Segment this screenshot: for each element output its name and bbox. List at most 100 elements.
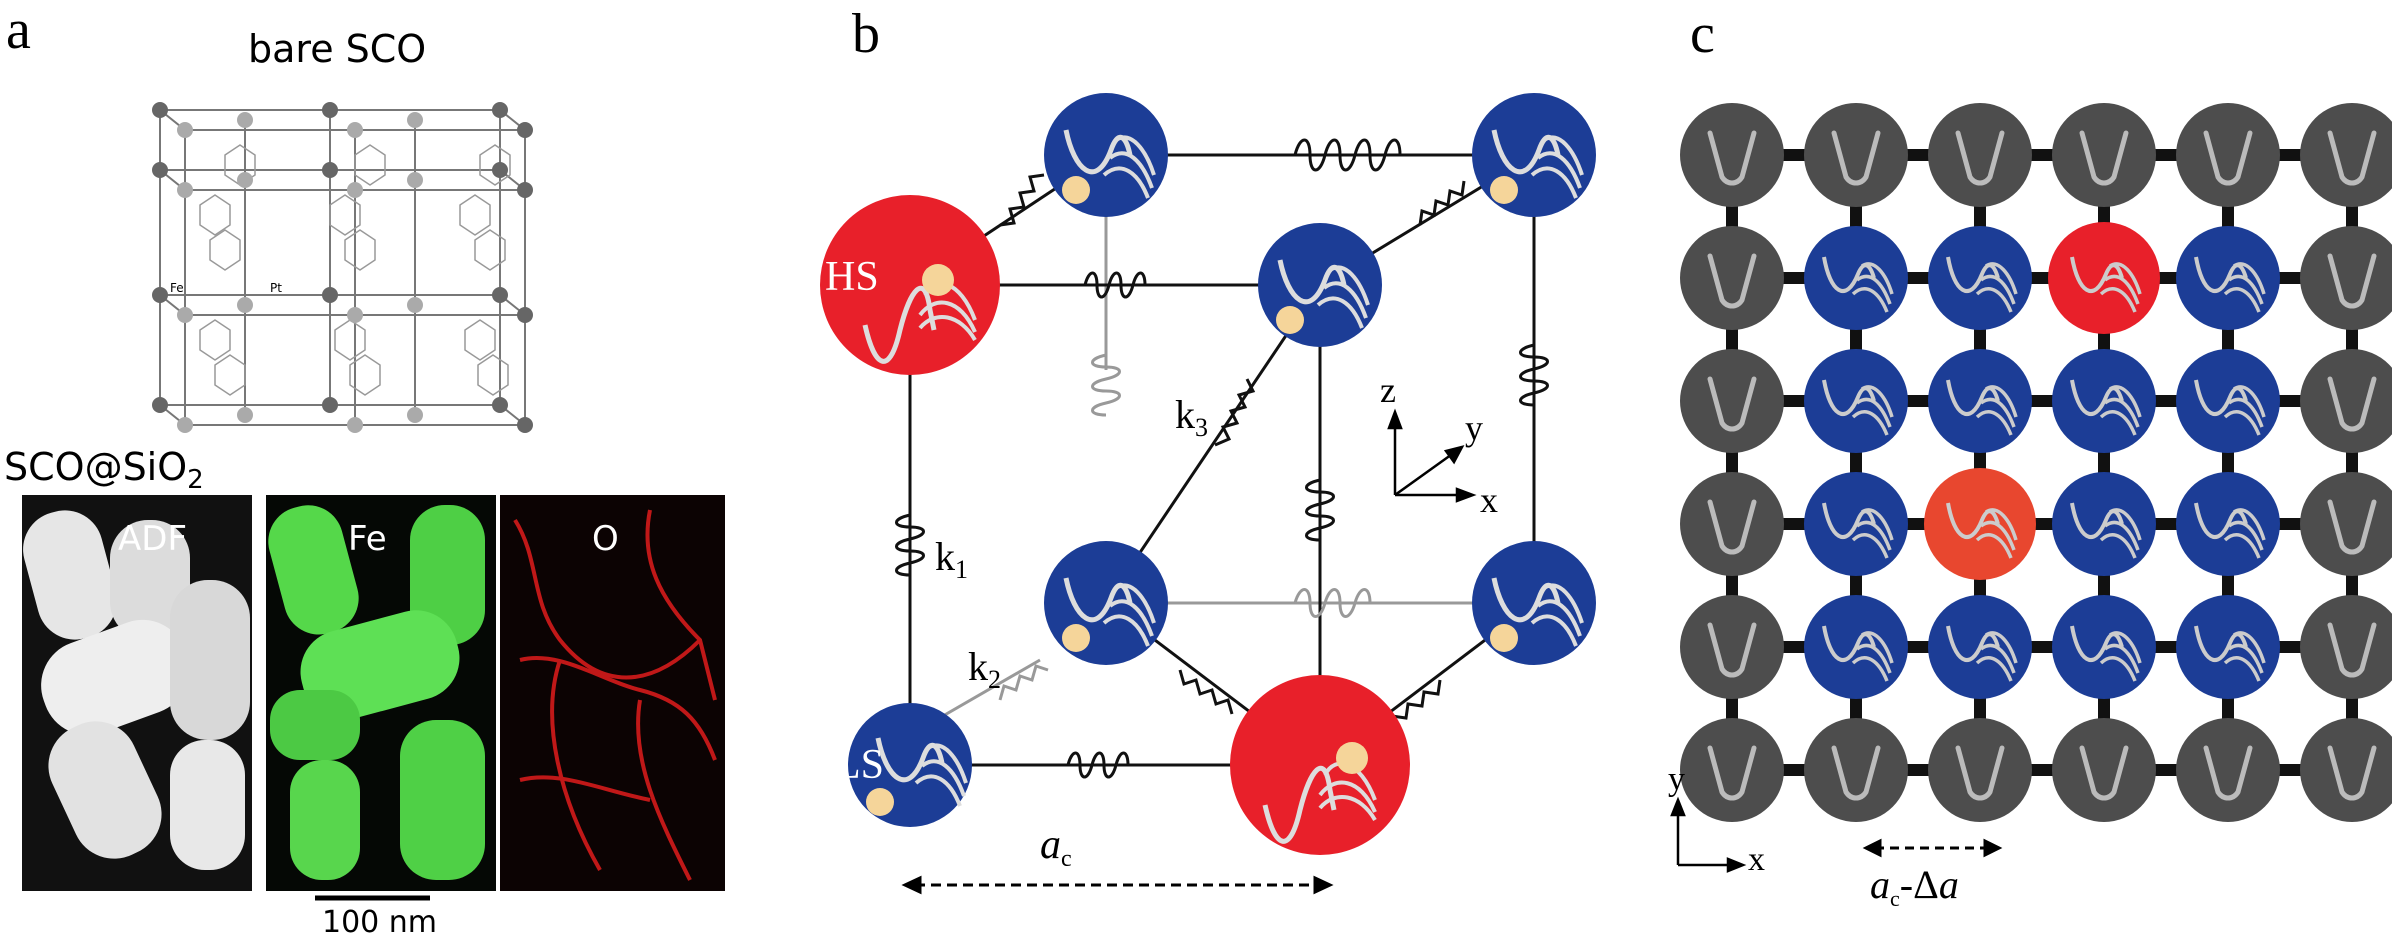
lattice-node-gray bbox=[1680, 103, 1784, 207]
panel-a: a bare SCO bbox=[4, 0, 725, 940]
spring-h bbox=[1782, 641, 1806, 653]
adf-label: ADF bbox=[118, 519, 187, 559]
lattice-node-blue bbox=[1928, 595, 2032, 699]
spring-v bbox=[1974, 328, 1986, 351]
spring-v bbox=[2098, 451, 2110, 474]
o-image: O bbox=[500, 495, 725, 891]
lattice-node-gray bbox=[1680, 226, 1784, 330]
spring-v bbox=[1850, 205, 1862, 228]
spring-v bbox=[1726, 451, 1738, 474]
lattice-node-red bbox=[2048, 222, 2160, 334]
spring-h bbox=[1906, 149, 1930, 161]
axis-x-label: x bbox=[1480, 480, 1498, 520]
lattice-arrow-c bbox=[1862, 838, 2003, 858]
spring-h bbox=[2154, 149, 2178, 161]
back-springs bbox=[998, 353, 1372, 701]
atom-pt-label: Pt bbox=[270, 281, 282, 295]
lattice-node-gray bbox=[2300, 226, 2392, 330]
spring-v bbox=[1974, 205, 1986, 228]
lattice-node-gray bbox=[2176, 103, 2280, 207]
spring-h bbox=[2154, 641, 2178, 653]
lattice-arrow-b bbox=[901, 875, 1334, 895]
spring-v bbox=[1850, 697, 1862, 720]
lattice-node-blue bbox=[2176, 349, 2280, 453]
lattice-node-blue bbox=[2176, 472, 2280, 576]
metal-atoms bbox=[152, 102, 533, 433]
lattice-node-blue bbox=[2176, 226, 2280, 330]
spring-h bbox=[2278, 149, 2302, 161]
lattice-node-blue bbox=[1804, 226, 1908, 330]
node-top-front-right bbox=[1258, 223, 1382, 347]
sco-sio2-title: SCO@SiO2 bbox=[4, 445, 204, 495]
lattice-grid bbox=[1680, 103, 2392, 822]
lattice-node-gray bbox=[1680, 718, 1784, 822]
lattice-node-gray bbox=[1680, 472, 1784, 576]
spring-h bbox=[1782, 518, 1806, 530]
lattice-node-blue bbox=[1804, 349, 1908, 453]
lattice-node-gray bbox=[1680, 595, 1784, 699]
spring-h bbox=[1906, 272, 1930, 284]
lattice-node-blue bbox=[2052, 472, 2156, 576]
lattice-node-gray bbox=[2300, 103, 2392, 207]
lattice-node-gray bbox=[2300, 595, 2392, 699]
lattice-node-gray bbox=[1928, 718, 2032, 822]
ls-label: LS bbox=[835, 742, 884, 788]
lattice-node-blue bbox=[1804, 472, 1908, 576]
axis-z-label: z bbox=[1380, 370, 1396, 410]
node-bottom-front-right bbox=[1230, 675, 1410, 855]
spring-h bbox=[1782, 764, 1806, 776]
lattice-constant-b: ac bbox=[1040, 822, 1072, 872]
axis-c-x-label: x bbox=[1748, 841, 1765, 878]
springs bbox=[895, 138, 1549, 779]
k3-label: k3 bbox=[1175, 392, 1208, 442]
scale-bar-label: 100 nm bbox=[322, 905, 437, 940]
spring-h bbox=[2030, 641, 2054, 653]
lattice-node-gray bbox=[2300, 349, 2392, 453]
bare-sco-title: bare SCO bbox=[248, 27, 426, 71]
o-label: O bbox=[592, 519, 619, 559]
node-top-back-left bbox=[1044, 93, 1168, 217]
spring-v bbox=[1850, 328, 1862, 351]
spring-h bbox=[2030, 764, 2054, 776]
spring-h bbox=[2154, 272, 2178, 284]
panel-b-label: b bbox=[852, 3, 880, 65]
node-ls: LS bbox=[835, 703, 972, 827]
lattice-node-blue bbox=[2052, 595, 2156, 699]
lattice-node-gray bbox=[2176, 718, 2280, 822]
fe-image: Fe bbox=[266, 495, 496, 891]
spring-h bbox=[1782, 272, 1806, 284]
spring-h bbox=[2278, 764, 2302, 776]
panel-b: b bbox=[820, 3, 1596, 895]
fe-label: Fe bbox=[348, 519, 387, 559]
spring-h bbox=[2154, 395, 2178, 407]
lattice-node-blue bbox=[2052, 349, 2156, 453]
node-bottom-back-left bbox=[1044, 541, 1168, 665]
spring-h bbox=[2278, 518, 2302, 530]
crystal-structure bbox=[157, 109, 528, 426]
spring-h bbox=[1906, 764, 1930, 776]
node-bottom-back-right bbox=[1472, 541, 1596, 665]
spring-h bbox=[2154, 518, 2178, 530]
spring-v bbox=[2222, 697, 2234, 720]
spring-h bbox=[2030, 149, 2054, 161]
panel-c-label: c bbox=[1690, 3, 1715, 65]
spring-v bbox=[2346, 697, 2358, 720]
lattice-node-gray bbox=[2052, 718, 2156, 822]
node-top-back-right bbox=[1472, 93, 1596, 217]
adf-image: ADF bbox=[22, 495, 252, 891]
spring-h bbox=[1906, 641, 1930, 653]
spring-v bbox=[2346, 574, 2358, 597]
atom-fe-label: Fe bbox=[170, 281, 184, 295]
axis-y-label: y bbox=[1465, 408, 1483, 448]
lattice-node-orange bbox=[1924, 468, 2036, 580]
lattice-node-gray bbox=[1680, 349, 1784, 453]
spring-v bbox=[1974, 697, 1986, 720]
hs-label: HS bbox=[825, 254, 879, 300]
lattice-node-gray bbox=[2052, 103, 2156, 207]
lattice-node-blue bbox=[1928, 226, 2032, 330]
ligand-rings bbox=[199, 144, 511, 396]
spring-h bbox=[1782, 149, 1806, 161]
spring-h bbox=[2030, 395, 2054, 407]
axis-triad-b bbox=[1387, 408, 1477, 503]
